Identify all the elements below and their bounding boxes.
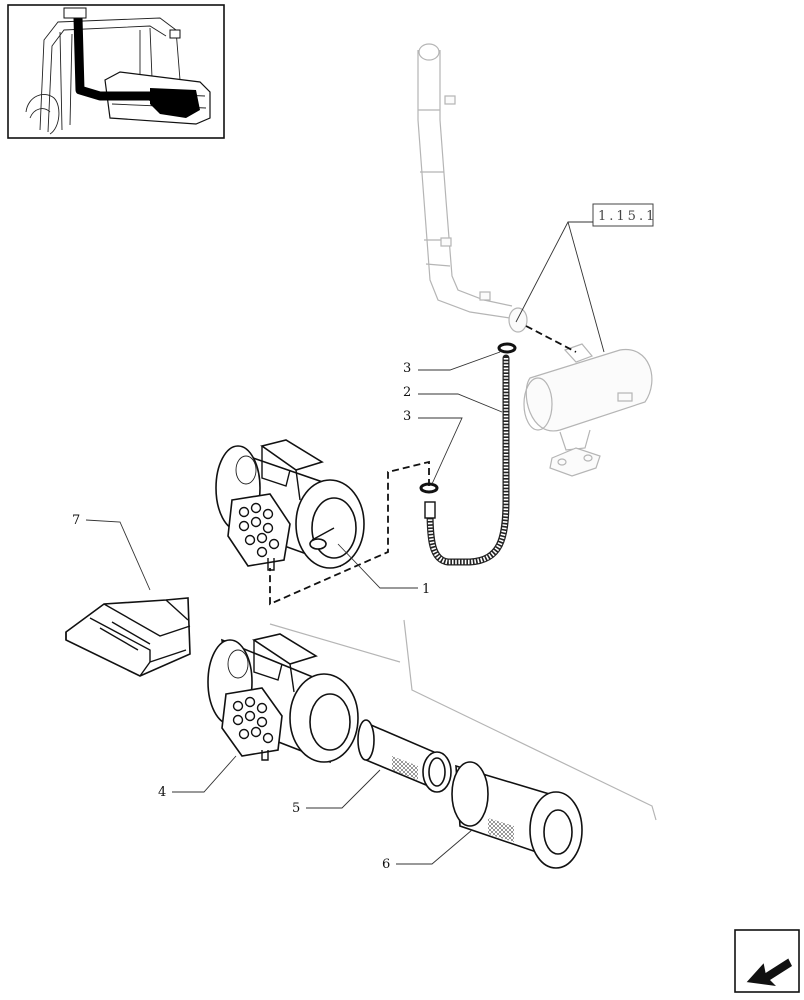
ghost-muffler — [523, 343, 653, 477]
callout-6[interactable]: 6 — [382, 857, 390, 872]
reference-label: 1.15.1 — [598, 209, 657, 224]
reference-leader-b — [567, 221, 605, 353]
callout-2[interactable]: 2 — [403, 385, 411, 400]
callout-4[interactable]: 4 — [158, 785, 166, 800]
explode-axis — [269, 619, 657, 821]
part-4-housing[interactable] — [207, 633, 359, 764]
callout-3-upper[interactable]: 3 — [403, 361, 411, 376]
clamp-upper — [497, 342, 517, 354]
leader-6 — [396, 829, 473, 865]
leader-3-lower — [418, 417, 463, 485]
leader-5 — [306, 769, 381, 809]
reference-box[interactable]: 1.15.1 — [592, 203, 657, 227]
callout-1[interactable]: 1 — [422, 582, 430, 597]
part-7-shroud[interactable] — [65, 597, 191, 677]
leader-1 — [337, 543, 418, 589]
hose-assembly — [419, 342, 517, 566]
part-1-housing[interactable] — [215, 439, 365, 571]
leader-4 — [172, 755, 237, 793]
part-5-inner-filter[interactable] — [357, 719, 452, 793]
ghost-intake-stack — [417, 43, 528, 333]
tractor-location-icon — [7, 4, 225, 139]
callout-5[interactable]: 5 — [292, 801, 300, 816]
leader-3-upper — [418, 351, 501, 371]
dashed-link-hose — [269, 460, 430, 606]
leader-7 — [85, 519, 151, 591]
callout-7[interactable]: 7 — [72, 513, 80, 528]
next-page-arrow-icon[interactable] — [734, 929, 800, 993]
callout-3-lower[interactable]: 3 — [403, 409, 411, 424]
dashed-link-muffler — [525, 325, 577, 353]
leader-2 — [418, 393, 503, 413]
part-6-main-filter[interactable] — [451, 761, 583, 869]
